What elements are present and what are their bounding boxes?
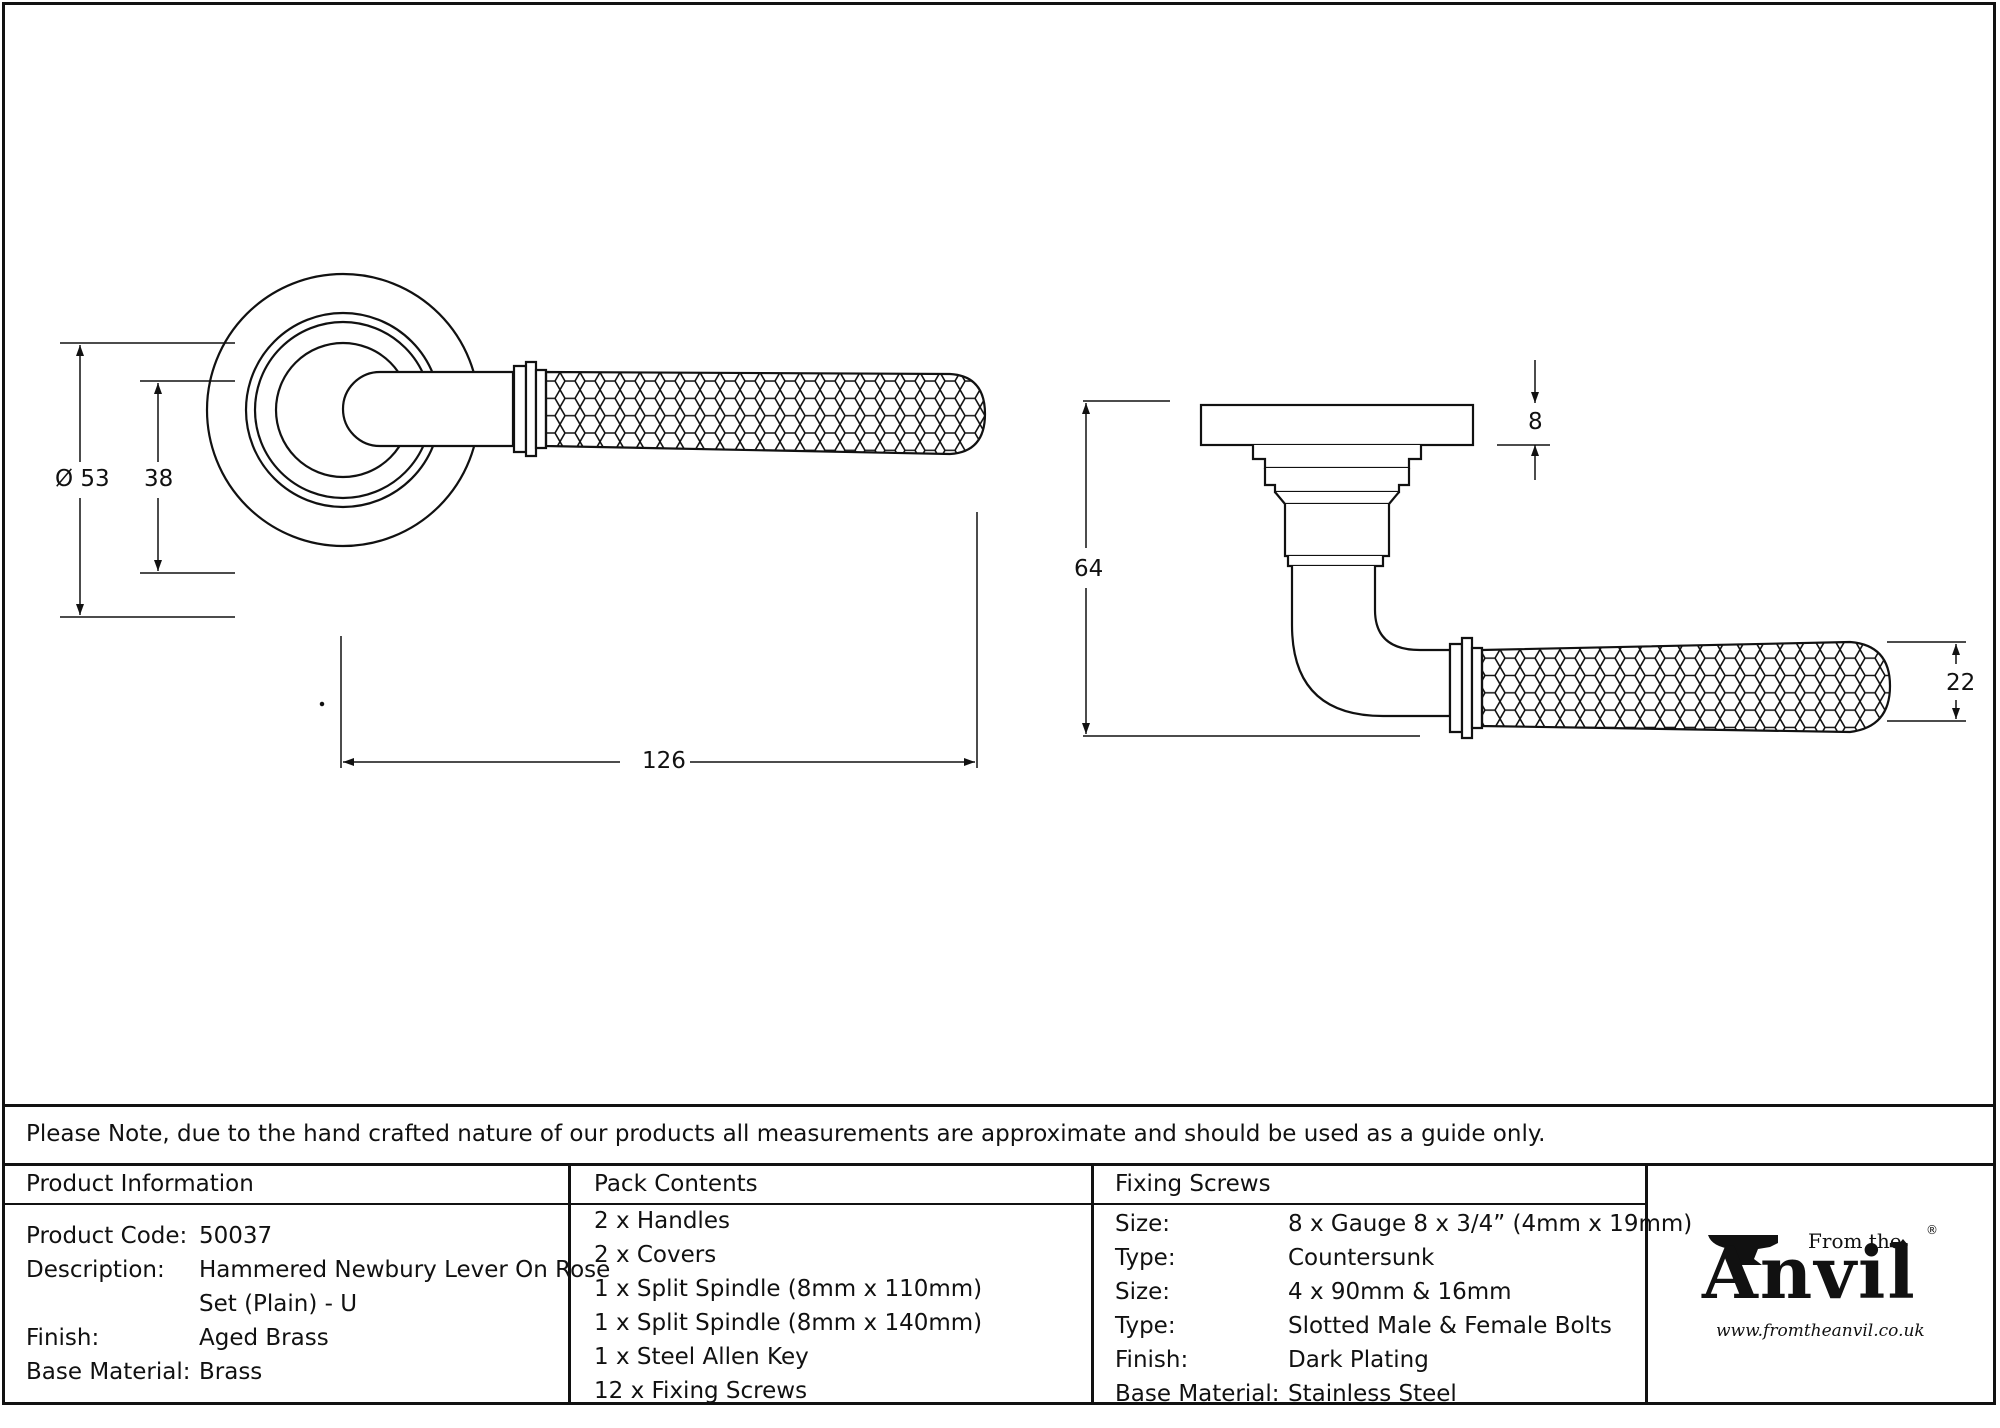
fixing-value: Dark Plating — [1288, 1347, 1429, 1373]
logo-brand: Anvil — [1702, 1230, 1917, 1315]
side-collar-3 — [1470, 646, 1484, 730]
fixing-label: Type: — [1115, 1313, 1176, 1339]
product-information-header: Product Information — [26, 1171, 254, 1197]
fixing-value: Slotted Male & Female Bolts — [1288, 1313, 1612, 1339]
pack-item: 12 x Fixing Screws — [594, 1378, 808, 1404]
front-lever-neck — [341, 370, 513, 448]
logo-from-the: From the — [1808, 1229, 1902, 1253]
table-subheader-border — [2, 1203, 1647, 1205]
front-collar-1 — [512, 364, 528, 454]
technical-drawings — [60, 272, 1966, 768]
side-rose-plate — [1199, 403, 1475, 447]
product-info-value: Brass — [199, 1359, 263, 1385]
side-rose-base — [1251, 445, 1423, 470]
fixing-label: Finish: — [1115, 1347, 1189, 1373]
table-header-border — [2, 1163, 1996, 1166]
front-collar-3 — [534, 368, 548, 450]
column-divider-2 — [1091, 1163, 1094, 1405]
pack-item: 2 x Handles — [594, 1208, 730, 1234]
dim-inner-diameter: 38 — [144, 466, 174, 492]
side-rose-step — [1263, 468, 1411, 494]
front-collar-2 — [524, 360, 538, 458]
dim-rose-depth: 8 — [1528, 409, 1543, 435]
side-lever-bend — [1290, 566, 1452, 718]
pack-item: 1 x Split Spindle (8mm x 140mm) — [594, 1310, 983, 1336]
product-info-label: Product Code: — [26, 1223, 188, 1249]
dim-grip-height: 22 — [1946, 670, 1976, 696]
side-view — [1199, 403, 1892, 740]
pack-contents-header: Pack Contents — [594, 1171, 758, 1197]
column-divider-3 — [1645, 1163, 1648, 1405]
column-divider-1 — [568, 1163, 571, 1405]
fixing-label: Size: — [1115, 1279, 1170, 1305]
logo-registered: ® — [1926, 1223, 1938, 1237]
front-dimensions — [60, 342, 978, 768]
table-top-border — [2, 1104, 1996, 1107]
product-info-label: Finish: — [26, 1325, 100, 1351]
pack-item: 1 x Steel Allen Key — [594, 1344, 809, 1370]
product-info-label: Base Material: — [26, 1359, 191, 1385]
dim-height: 64 — [1074, 556, 1104, 582]
side-collar-1 — [1448, 642, 1464, 734]
product-info-label: Description: — [26, 1257, 165, 1283]
side-dimensions — [1082, 360, 1966, 737]
fixing-label: Type: — [1115, 1245, 1176, 1271]
product-info-value: Hammered Newbury Lever On Rose — [199, 1257, 611, 1283]
side-shank — [1283, 504, 1391, 558]
front-view — [205, 272, 987, 548]
fixing-value: 8 x Gauge 8 x 3/4” (4mm x 19mm) — [1288, 1211, 1693, 1237]
from-the-anvil-logo: From the ® Anvil www.fromtheanvil.co.uk — [1700, 1223, 1960, 1345]
disclaimer-note: Please Note, due to the hand crafted nat… — [26, 1121, 1546, 1147]
fixing-label: Base Material: — [1115, 1381, 1280, 1407]
dim-length: 126 — [642, 748, 686, 774]
side-shank-ring — [1286, 556, 1385, 568]
product-info-value: 50037 — [199, 1223, 273, 1249]
product-info-value: Set (Plain) - U — [199, 1291, 358, 1317]
fixing-label: Size: — [1115, 1211, 1170, 1237]
product-info-value: Aged Brass — [199, 1325, 329, 1351]
anvil-icon — [1708, 1235, 1908, 1265]
fixing-value: Countersunk — [1288, 1245, 1435, 1271]
sheet-frame — [2, 2, 1996, 1405]
pack-item: 2 x Covers — [594, 1242, 717, 1268]
logo-url: www.fromtheanvil.co.uk — [1716, 1321, 1925, 1341]
fixing-value: Stainless Steel — [1288, 1381, 1457, 1407]
front-hammered-grip — [544, 370, 987, 456]
fixing-value: 4 x 90mm & 16mm — [1288, 1279, 1512, 1305]
side-hammered-grip — [1480, 640, 1892, 734]
side-collar-2 — [1460, 636, 1474, 740]
pack-item: 1 x Split Spindle (8mm x 110mm) — [594, 1276, 983, 1302]
side-boss — [1274, 491, 1400, 506]
dim-rose-diameter: Ø 53 — [55, 466, 110, 492]
fixing-screws-header: Fixing Screws — [1115, 1171, 1271, 1197]
